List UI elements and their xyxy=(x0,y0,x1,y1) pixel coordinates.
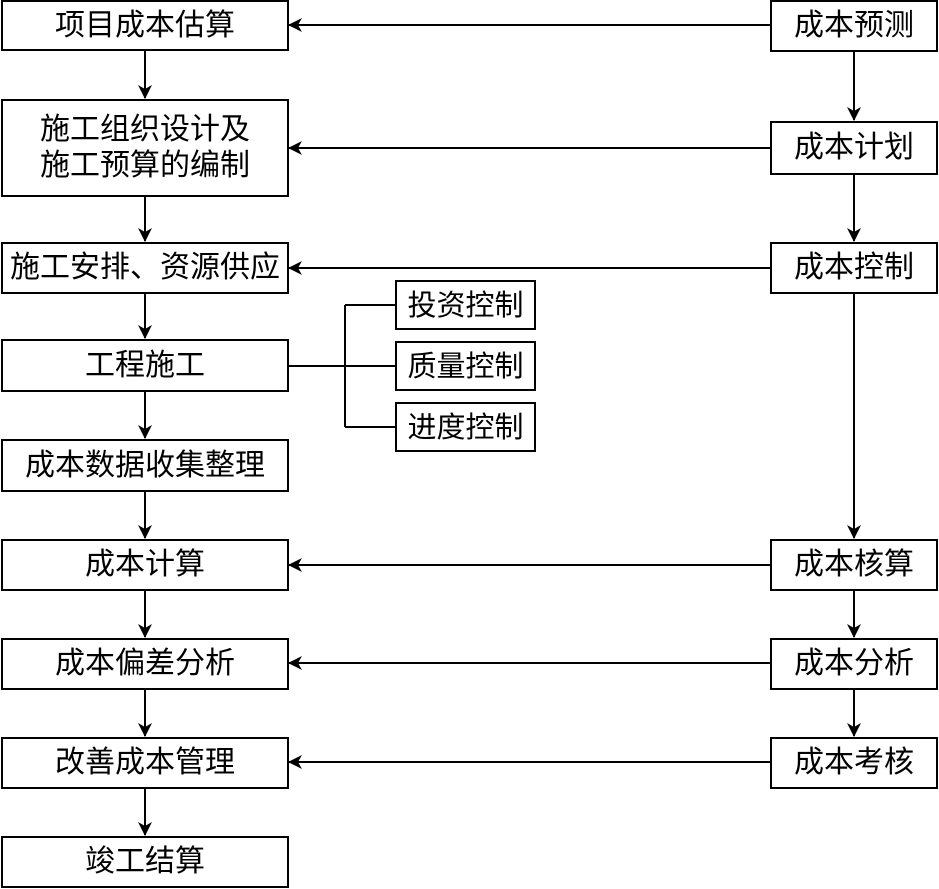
box-construction-arrangement-resource-supply-label: 施工安排、资源供应 xyxy=(10,250,280,285)
box-completion-settlement: 竣工结算 xyxy=(1,836,289,888)
box-construction-design-budget: 施工组织设计及 施工预算的编制 xyxy=(1,99,289,197)
box-cost-data-collection-label: 成本数据收集整理 xyxy=(25,447,265,483)
box-engineering-construction: 工程施工 xyxy=(1,339,289,392)
box-cost-calculation-label: 成本计算 xyxy=(85,547,205,582)
box-cost-plan: 成本计划 xyxy=(770,121,938,175)
box-quality-control-label: 质量控制 xyxy=(407,349,524,383)
box-cost-data-collection: 成本数据收集整理 xyxy=(1,439,289,492)
box-cost-deviation-analysis: 成本偏差分析 xyxy=(1,638,289,690)
box-construction-design-budget-line1: 施工组织设计及 xyxy=(40,112,250,147)
box-completion-settlement-label: 竣工结算 xyxy=(85,844,205,879)
box-quality-control: 质量控制 xyxy=(395,341,536,391)
box-construction-design-budget-line2: 施工预算的编制 xyxy=(40,148,250,183)
box-project-cost-estimate-label: 项目成本估算 xyxy=(55,7,235,43)
box-construction-arrangement-resource-supply: 施工安排、资源供应 xyxy=(1,242,289,294)
box-improve-cost-management: 改善成本管理 xyxy=(1,737,289,789)
box-cost-control-label: 成本控制 xyxy=(794,250,914,285)
box-investment-control: 投资控制 xyxy=(395,280,536,330)
box-cost-analysis: 成本分析 xyxy=(770,638,938,690)
box-schedule-control: 进度控制 xyxy=(395,402,536,452)
box-cost-forecast-label: 成本预测 xyxy=(794,8,914,43)
box-cost-assessment-label: 成本考核 xyxy=(794,745,914,780)
box-cost-deviation-analysis-label: 成本偏差分析 xyxy=(55,646,235,681)
box-cost-assessment: 成本考核 xyxy=(770,737,938,789)
box-cost-accounting-label: 成本核算 xyxy=(794,547,914,582)
box-cost-analysis-label: 成本分析 xyxy=(794,646,914,681)
box-cost-accounting: 成本核算 xyxy=(770,539,938,591)
box-cost-plan-label: 成本计划 xyxy=(794,130,914,165)
box-improve-cost-management-label: 改善成本管理 xyxy=(55,745,235,780)
box-cost-forecast: 成本预测 xyxy=(770,0,938,52)
box-engineering-construction-label: 工程施工 xyxy=(85,347,205,383)
box-cost-calculation: 成本计算 xyxy=(1,539,289,591)
box-schedule-control-label: 进度控制 xyxy=(407,410,524,444)
box-cost-control: 成本控制 xyxy=(770,242,938,294)
box-investment-control-label: 投资控制 xyxy=(407,288,524,322)
box-project-cost-estimate: 项目成本估算 xyxy=(1,0,289,51)
